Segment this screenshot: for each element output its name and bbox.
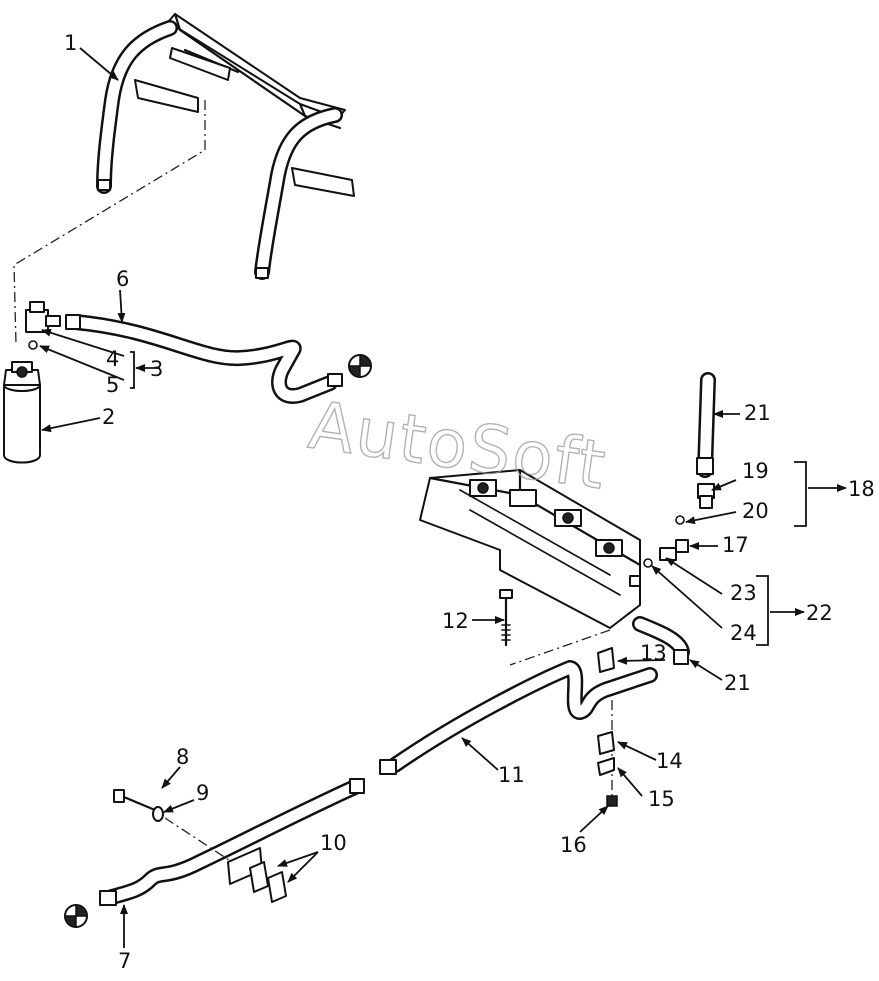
return-hose xyxy=(65,314,372,404)
callout-8: 8 xyxy=(176,745,189,769)
leader-lines xyxy=(39,47,847,948)
bolt-short xyxy=(113,789,164,822)
alignment-line-block xyxy=(509,629,611,666)
callout-labels: 1 2 3 4 5 6 7 8 9 10 11 12 13 14 15 16 1… xyxy=(64,31,875,973)
callout-3: 3 xyxy=(150,357,163,381)
callout-4: 4 xyxy=(106,347,119,371)
callout-15: 15 xyxy=(648,787,675,811)
callout-6: 6 xyxy=(116,267,129,291)
callout-23: 23 xyxy=(730,581,757,605)
callout-11: 11 xyxy=(498,763,525,787)
callout-13: 13 xyxy=(640,641,667,665)
callout-7: 7 xyxy=(118,949,131,973)
callout-10: 10 xyxy=(320,831,347,855)
supply-tube xyxy=(64,778,365,928)
tube-clamps xyxy=(249,861,287,903)
alignment-line-frame xyxy=(13,100,206,346)
tee-fitting xyxy=(25,301,61,350)
callout-12: 12 xyxy=(442,609,469,633)
pressure-tube xyxy=(379,660,658,775)
pressure-hose-lower xyxy=(632,616,690,665)
callout-14: 14 xyxy=(656,749,683,773)
callout-24: 24 xyxy=(730,621,757,645)
callout-19: 19 xyxy=(742,459,769,483)
control-valve-block xyxy=(419,468,642,629)
callout-18: 18 xyxy=(848,477,875,501)
callout-22: 22 xyxy=(806,601,833,625)
callout-20: 20 xyxy=(742,499,769,523)
block-clamp-parts xyxy=(597,647,618,807)
oil-filter xyxy=(3,361,41,464)
callout-17: 17 xyxy=(722,533,749,557)
callout-2: 2 xyxy=(102,405,115,429)
callout-16: 16 xyxy=(560,833,587,857)
alignment-line-bolt xyxy=(164,817,233,863)
callout-9: 9 xyxy=(196,781,209,805)
callout-1: 1 xyxy=(64,31,77,55)
callout-5: 5 xyxy=(106,373,119,397)
pressure-hose-upper xyxy=(696,372,716,478)
bolt-long xyxy=(499,589,513,647)
callout-21-upper: 21 xyxy=(744,401,771,425)
callout-21-lower: 21 xyxy=(724,671,751,695)
valve-fittings xyxy=(643,483,715,568)
rollover-frame xyxy=(96,12,355,280)
